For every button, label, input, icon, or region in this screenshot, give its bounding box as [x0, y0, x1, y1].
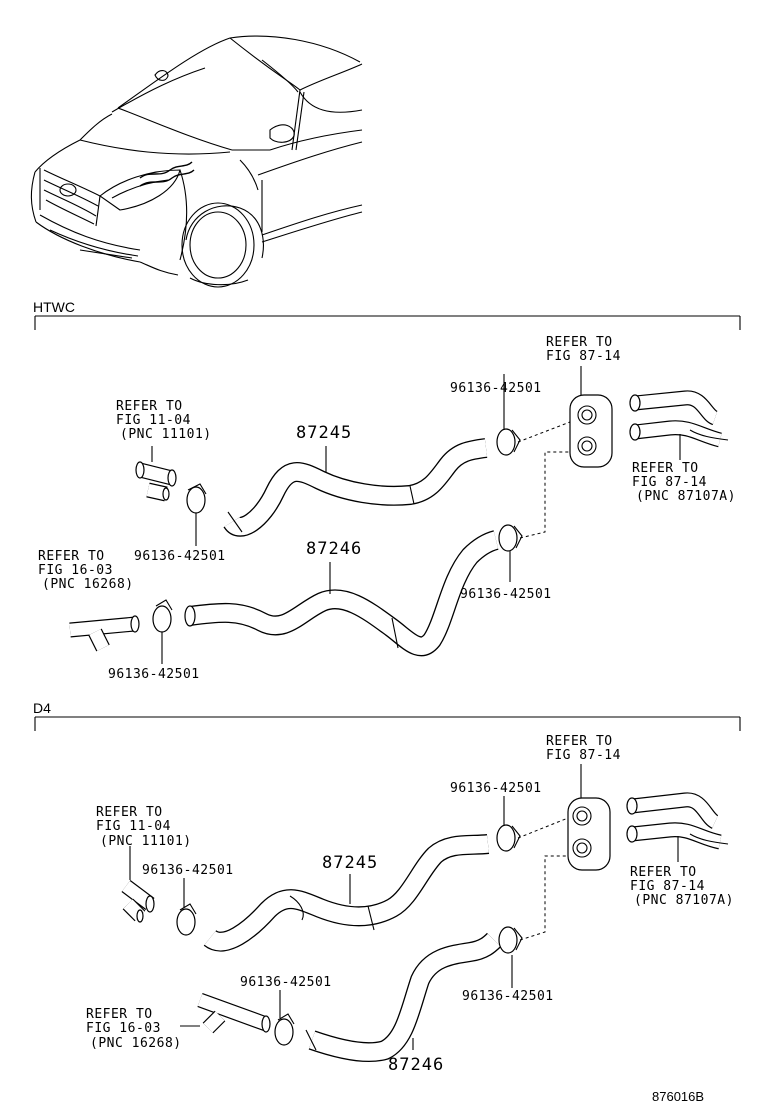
engine-pipe-lower: [69, 615, 140, 652]
grommet-icon: [569, 394, 613, 468]
ref-fig-87-14-top: REFER TO FIG 87-14: [546, 734, 621, 763]
svg-text:REFER TO: REFER TO: [546, 335, 613, 350]
clamp-icon: [176, 824, 523, 1046]
engine-pipe-upper: [135, 461, 177, 502]
grommet-icon: [567, 797, 611, 871]
hose-87246: [184, 530, 499, 657]
svg-text:FIG 11-04: FIG 11-04: [116, 413, 191, 428]
svg-text:FIG 87-14: FIG 87-14: [632, 475, 707, 490]
clamp-part-number: 96136-42501: [142, 863, 234, 878]
svg-text:FIG 16-03: FIG 16-03: [38, 563, 113, 578]
svg-text:(PNC 11101): (PNC 11101): [120, 427, 212, 442]
section-d4: D4: [33, 700, 741, 1075]
svg-text:(PNC 16268): (PNC 16268): [90, 1036, 182, 1051]
heater-pipes: [626, 792, 729, 850]
clamp-part-number: 96136-42501: [240, 975, 332, 990]
ref-fig-87-14-top: REFER TO FIG 87-14: [546, 335, 621, 364]
ref-fig-11-04: REFER TO FIG 11-04 (PNC 11101): [96, 805, 192, 849]
hose-87245: [223, 438, 488, 537]
part-number-87246: 87246: [306, 539, 362, 559]
svg-text:(PNC 87107A): (PNC 87107A): [634, 893, 734, 908]
ref-fig-16-03: REFER TO FIG 16-03 (PNC 16268): [86, 1007, 182, 1051]
clamp-part-number: 96136-42501: [462, 989, 554, 1004]
clamp-part-number: 96136-42501: [450, 381, 542, 396]
svg-text:REFER TO: REFER TO: [96, 805, 163, 820]
svg-text:FIG 11-04: FIG 11-04: [96, 819, 171, 834]
svg-text:REFER TO: REFER TO: [38, 549, 105, 564]
section-title: D4: [33, 700, 51, 716]
svg-text:FIG 87-14: FIG 87-14: [546, 748, 621, 763]
svg-text:(PNC 11101): (PNC 11101): [100, 834, 192, 849]
clamp-part-number: 96136-42501: [460, 587, 552, 602]
svg-text:REFER TO: REFER TO: [116, 399, 183, 414]
hose-87245: [203, 834, 490, 952]
clamp-part-number: 96136-42501: [108, 667, 200, 682]
clamp-part-number: 96136-42501: [450, 781, 542, 796]
part-number-87246: 87246: [388, 1055, 444, 1075]
hose-87246: [305, 932, 502, 1063]
svg-text:FIG 87-14: FIG 87-14: [630, 879, 705, 894]
figure-code: 876016B: [652, 1089, 704, 1104]
clamp-part-number: 96136-42501: [134, 549, 226, 564]
engine-pipe-upper: [121, 880, 155, 923]
section-title: HTWC: [33, 299, 75, 315]
svg-text:(PNC 16268): (PNC 16268): [42, 577, 134, 592]
svg-text:REFER TO: REFER TO: [632, 461, 699, 476]
section-bracket: [34, 716, 741, 731]
svg-text:REFER TO: REFER TO: [630, 865, 697, 880]
svg-text:(PNC 87107A): (PNC 87107A): [636, 489, 736, 504]
svg-text:REFER TO: REFER TO: [546, 734, 613, 749]
svg-text:FIG 87-14: FIG 87-14: [546, 349, 621, 364]
svg-text:FIG 16-03: FIG 16-03: [86, 1021, 161, 1036]
part-number-87245: 87245: [296, 423, 352, 443]
ref-fig-87-14-side: REFER TO FIG 87-14 (PNC 87107A): [632, 461, 736, 504]
engine-pipe-lower: [197, 992, 271, 1034]
clamp-icon: [152, 428, 523, 633]
part-number-87245: 87245: [322, 853, 378, 873]
section-bracket: [34, 315, 741, 330]
ref-fig-16-03: REFER TO FIG 16-03 (PNC 16268): [38, 549, 134, 592]
car-illustration: [30, 35, 363, 288]
section-htwc: HTWC: [33, 299, 741, 682]
ref-fig-11-04: REFER TO FIG 11-04 (PNC 11101): [116, 399, 212, 442]
ref-fig-87-14-side: REFER TO FIG 87-14 (PNC 87107A): [630, 865, 734, 908]
svg-text:REFER TO: REFER TO: [86, 1007, 153, 1022]
heater-pipes: [629, 390, 729, 448]
